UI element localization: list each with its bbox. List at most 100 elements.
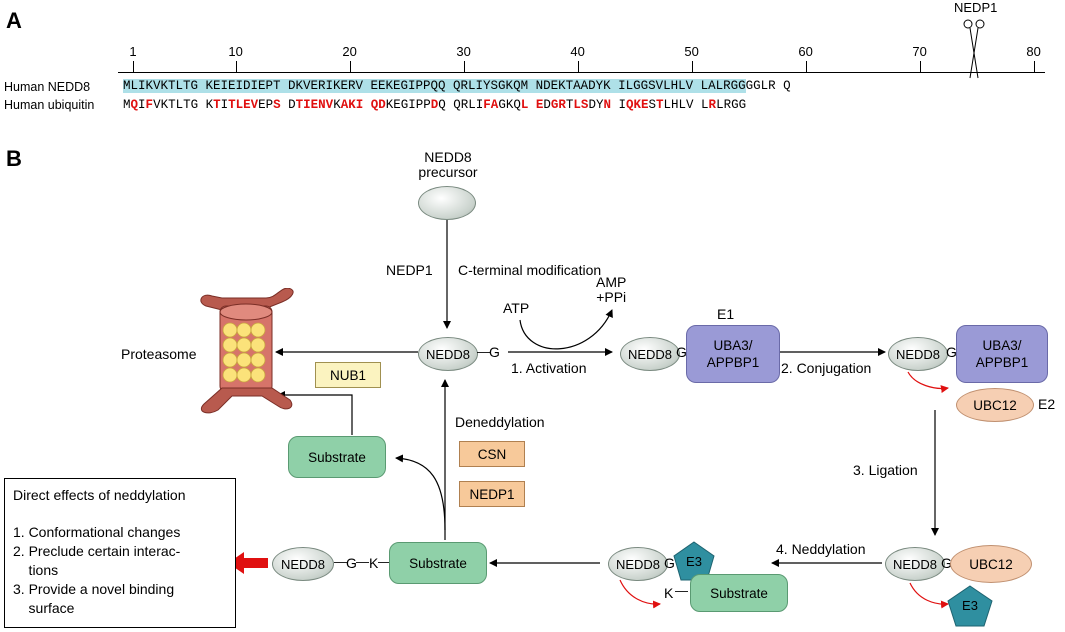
- ruler-tick-mark: [919, 61, 921, 72]
- ruler-tick-80: 80: [1026, 44, 1041, 59]
- ubiquitin-residue: DY: [588, 98, 604, 112]
- nedd8-e3-ellipse: NEDD8: [885, 547, 945, 581]
- uba3-e2-line2: APPBP1: [975, 355, 1029, 370]
- nedd8-row-label: Human NEDD8: [4, 80, 91, 94]
- ubiquitin-residue: S: [648, 98, 657, 112]
- ubiquitin-residue: D: [543, 98, 551, 112]
- e3-pentagon-right: [947, 585, 993, 627]
- ruler-tick-40: 40: [570, 44, 585, 59]
- precursor-label-line2: precursor: [418, 164, 478, 180]
- proteasome-label: Proteasome: [121, 346, 197, 362]
- ruler-tick-mark: [463, 61, 465, 72]
- effect-item: 3. Provide a novel binding: [13, 581, 175, 597]
- precursor-label: NEDD8 precursor: [418, 150, 478, 180]
- nedd8-complex-ellipse: NEDD8: [608, 547, 668, 581]
- ubiquitin-divergent-residue: TLEV: [228, 98, 259, 112]
- ubiquitin-divergent-residue: E: [535, 98, 544, 112]
- red-arrow-e3: [909, 582, 949, 609]
- ubiquitin-sequence: MQIFVKTLTG KTITLEVEPS DTIENVKAKI QDKEGIP…: [123, 98, 746, 112]
- direct-effects-list: 1. Conformational changes 2. Preclude cer…: [13, 523, 180, 618]
- nedp1-deneddylase-box: NEDP1: [459, 481, 525, 507]
- nedp1-processing-label: NEDP1: [386, 262, 433, 278]
- substrate-complex-box: Substrate: [690, 574, 788, 612]
- effect-item: 2. Preclude certain interac-: [13, 543, 181, 559]
- nedd8-e2-ellipse: NEDD8: [888, 337, 948, 371]
- uba3-e2-box: UBA3/ APPBP1: [956, 325, 1048, 383]
- ruler-tick-mark: [577, 61, 579, 72]
- red-arrow-substrate: [619, 579, 661, 609]
- amp-label: AMP +PPi: [596, 275, 626, 305]
- ruler-tick-mark: [691, 61, 693, 72]
- ubiquitin-residue: LHLV L: [663, 98, 709, 112]
- ubiquitin-row-label: Human ubiquitin: [4, 98, 95, 112]
- e3-stage-g-label: G: [941, 555, 952, 571]
- uba3-e2-line1: UBA3/: [982, 338, 1022, 353]
- cleavage-label: NEDP1: [954, 0, 998, 15]
- ubiquitin-residue: EP: [258, 98, 274, 112]
- ruler-tick-mark: [133, 61, 134, 72]
- nedd8-g-line: —: [477, 344, 490, 359]
- ubiquitin-divergent-residue: QKE: [625, 98, 649, 112]
- ubiquitin-divergent-residue: R: [708, 98, 717, 112]
- ubc12-e3-ellipse: UBC12: [950, 545, 1032, 583]
- substrate-free-box: Substrate: [288, 436, 386, 478]
- uba3-e1-line2: APPBP1: [706, 355, 760, 370]
- e3-middle-label: E3: [686, 554, 702, 569]
- ubiquitin-divergent-residue: S: [273, 98, 281, 112]
- ubiquitin-divergent-residue: Q: [130, 98, 139, 112]
- effect-item: 1. Conformational changes: [13, 524, 181, 540]
- ruler-tick-60: 60: [798, 44, 813, 59]
- c-terminal-label: C-terminal modification: [458, 262, 602, 278]
- arrow-atp-amp: [519, 309, 613, 350]
- product-k-label: K: [369, 555, 379, 571]
- ubiquitin-divergent-residue: T: [656, 98, 664, 112]
- e1-label: E1: [717, 306, 735, 322]
- nedd8-sequence-conserved: MLIKVKTLTG KEIEIDIEPT DKVERIKERV EEKEGIP…: [123, 79, 746, 93]
- complex-g-label: G: [664, 555, 675, 571]
- activation-label: 1. Activation: [511, 360, 587, 376]
- proteasome-icon: [200, 288, 294, 414]
- e2-label: E2: [1038, 396, 1056, 412]
- ruler-tick-mark: [235, 61, 237, 72]
- e3-right-label: E3: [962, 598, 978, 613]
- direct-effects-box: Direct effects of neddylation 1. Conform…: [4, 478, 236, 628]
- ruler-tick-mark: [1033, 61, 1035, 72]
- panel-a-letter: A: [6, 8, 22, 33]
- conjugation-label: 2. Conjugation: [781, 360, 872, 376]
- panel-b-letter: B: [6, 146, 22, 171]
- ubiquitin-residue: T: [565, 98, 574, 112]
- substrate-product-box: Substrate: [389, 542, 487, 584]
- ruler-tick-50: 50: [684, 44, 699, 59]
- scissors-icon: [963, 19, 985, 79]
- nedd8-g-label: G: [489, 344, 500, 360]
- e2-stage-g-label: G: [946, 344, 957, 360]
- ruler-tick-30: 30: [456, 44, 471, 59]
- ubiquitin-divergent-residue: AKI: [340, 98, 364, 112]
- ubiquitin-residue: GKQ: [498, 98, 521, 112]
- nedd8-center-ellipse: NEDD8: [418, 337, 478, 371]
- effect-item: surface: [13, 600, 75, 616]
- ubiquitin-residue: VKTLTG K: [153, 98, 214, 112]
- nedd8-e1-ellipse: NEDD8: [620, 337, 680, 371]
- product-dash-1: —: [334, 554, 347, 569]
- ubiquitin-divergent-residue: T: [213, 98, 221, 112]
- ubc12-e2-ellipse: UBC12: [956, 388, 1034, 422]
- ubiquitin-residue: I: [138, 98, 146, 112]
- deneddylation-label: Deneddylation: [455, 414, 545, 430]
- nub1-box: NUB1: [315, 362, 381, 388]
- ruler-tick-10: 10: [228, 44, 243, 59]
- big-red-arrow: [228, 552, 268, 574]
- amp-label-line1: AMP: [596, 274, 627, 290]
- csn-box: CSN: [459, 441, 525, 467]
- uba3-e1-box: UBA3/ APPBP1: [686, 325, 780, 383]
- ubiquitin-residue: KEGIPP: [385, 98, 431, 112]
- amp-label-line2: +PPi: [596, 289, 627, 305]
- atp-label: ATP: [503, 300, 530, 316]
- precursor-label-line1: NEDD8: [424, 149, 472, 165]
- ruler-tick-1: 1: [129, 44, 137, 59]
- product-g-label: G: [346, 555, 357, 571]
- ruler-tick-20: 20: [342, 44, 357, 59]
- neddylation-label: 4. Neddylation: [776, 541, 866, 557]
- ubiquitin-residue: M: [123, 98, 131, 112]
